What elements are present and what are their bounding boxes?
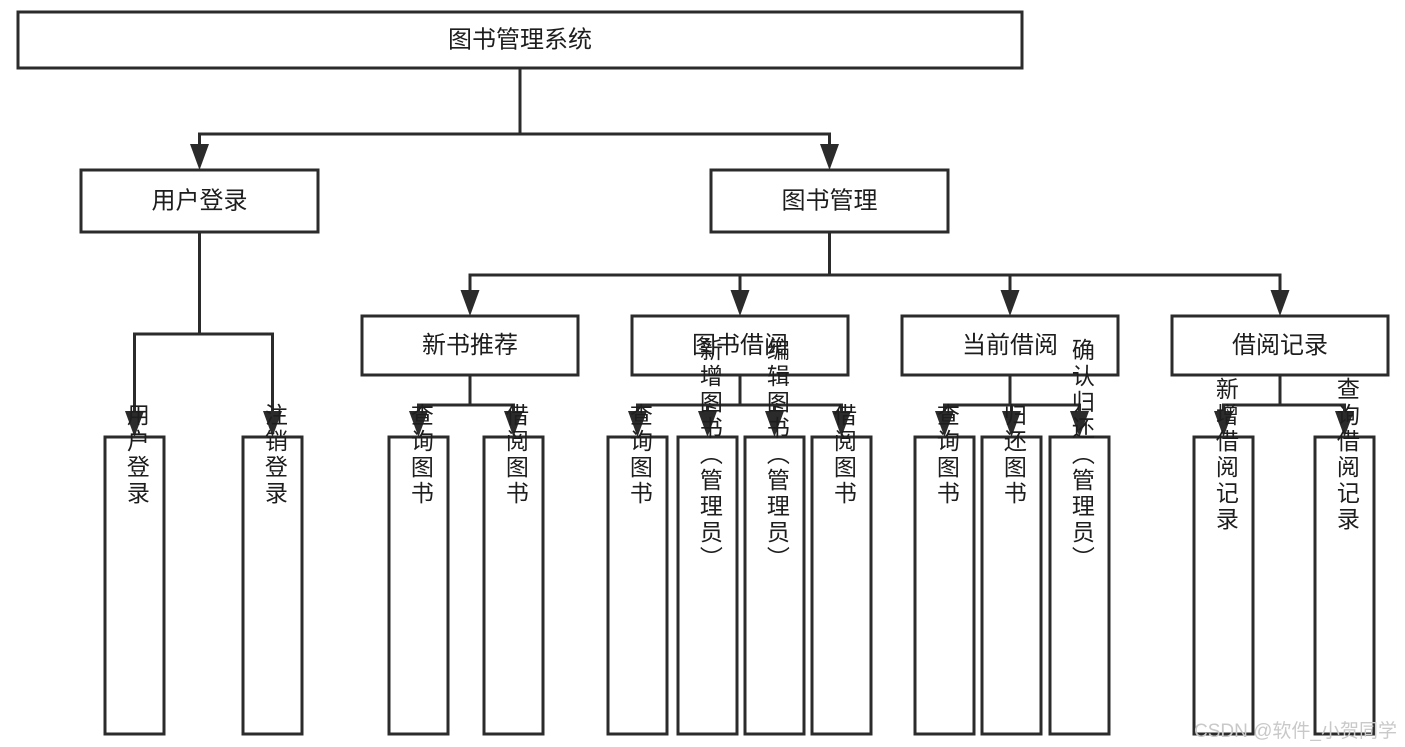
node-box <box>810 435 873 736</box>
arrow-head-icon <box>409 411 428 437</box>
node-l_q1[interactable]: 查询图书 <box>387 403 450 736</box>
node-label: 确认归还（管理员） <box>1068 338 1095 572</box>
node-box <box>606 435 669 736</box>
node-box <box>360 314 580 377</box>
node-borrowbook[interactable]: 图书借阅 <box>630 314 850 377</box>
node-label: 新增图书（管理员） <box>696 338 723 572</box>
arrow-head-icon <box>1214 411 1233 437</box>
arrow-head-icon <box>1070 411 1089 437</box>
node-l_return[interactable]: 归还图书 <box>980 403 1043 736</box>
node-records[interactable]: 借阅记录 <box>1170 314 1390 377</box>
node-label: 新增借阅记录 <box>1212 377 1239 533</box>
node-box <box>913 435 976 736</box>
node-l_edit[interactable]: 编辑图书（管理员） <box>743 338 806 736</box>
node-l_logout[interactable]: 注销登录 <box>241 403 304 736</box>
node-l_q2[interactable]: 查询图书 <box>606 403 669 736</box>
node-label: 借阅图书 <box>502 403 529 507</box>
node-label: 图书管理 <box>782 187 878 214</box>
watermark-text: CSDN @软件_小贺同学 <box>1194 721 1397 742</box>
node-box <box>743 435 806 736</box>
node-l_q3[interactable]: 查询图书 <box>913 403 976 736</box>
node-box <box>387 435 450 736</box>
node-l_add[interactable]: 新增图书（管理员） <box>676 338 739 736</box>
node-label: 查询图书 <box>626 403 653 507</box>
arrow-head-icon <box>190 144 209 170</box>
node-box <box>630 314 850 377</box>
node-label: 新书推荐 <box>422 332 518 359</box>
node-box <box>709 168 950 234</box>
node-box <box>482 435 545 736</box>
node-root[interactable]: 图书管理系统 <box>16 10 1024 70</box>
node-label: 图书管理系统 <box>448 26 592 53</box>
arrow-head-icon <box>935 411 954 437</box>
node-current[interactable]: 当前借阅 <box>900 314 1120 377</box>
arrow-head-icon <box>125 411 144 437</box>
node-l_b2[interactable]: 借阅图书 <box>810 403 873 736</box>
node-box <box>16 10 1024 70</box>
node-label: 借阅记录 <box>1232 332 1328 359</box>
arrow-head-icon <box>263 411 282 437</box>
arrow-head-icon <box>698 411 717 437</box>
node-label: 归还图书 <box>1000 403 1027 507</box>
node-box <box>900 314 1120 377</box>
arrow-head-icon <box>504 411 523 437</box>
node-label: 借阅图书 <box>830 403 857 507</box>
node-box <box>980 435 1043 736</box>
node-l_userlogin[interactable]: 用户登录 <box>103 403 166 736</box>
arrow-head-icon <box>765 411 784 437</box>
node-label: 查询借阅记录 <box>1333 377 1360 533</box>
node-label: 图书借阅 <box>692 332 788 359</box>
node-box <box>1192 435 1255 736</box>
node-l_addrec[interactable]: 新增借阅记录 <box>1192 377 1255 736</box>
node-label: 注销登录 <box>261 403 288 507</box>
node-l_confirm[interactable]: 确认归还（管理员） <box>1048 338 1111 736</box>
node-box <box>79 168 320 234</box>
node-l_qrec[interactable]: 查询借阅记录 <box>1313 377 1376 736</box>
arrow-head-icon <box>1000 290 1020 316</box>
node-box <box>241 435 304 736</box>
arrow-head-icon <box>730 290 750 316</box>
arrow-head-icon <box>628 411 647 437</box>
node-label: 用户登录 <box>152 187 248 214</box>
node-box <box>1170 314 1390 377</box>
node-l_b1[interactable]: 借阅图书 <box>482 403 545 736</box>
node-box <box>1313 435 1376 736</box>
node-label: 用户登录 <box>123 403 150 507</box>
arrow-head-icon <box>832 411 851 437</box>
arrow-head-icon <box>820 144 839 170</box>
node-newbook[interactable]: 新书推荐 <box>360 314 580 377</box>
node-box <box>676 435 739 736</box>
node-box <box>103 435 166 736</box>
edge-layer <box>125 66 1354 437</box>
node-login[interactable]: 用户登录 <box>79 168 320 234</box>
node-label: 编辑图书（管理员） <box>763 338 790 572</box>
node-label: 查询图书 <box>933 403 960 507</box>
arrow-head-icon <box>1335 411 1354 437</box>
arrow-head-icon <box>1002 411 1021 437</box>
node-label: 当前借阅 <box>962 332 1058 359</box>
arrow-head-icon <box>1270 290 1290 316</box>
arrow-head-icon <box>460 290 480 316</box>
node-label: 查询图书 <box>407 403 434 507</box>
node-layer: 图书管理系统用户登录图书管理新书推荐图书借阅当前借阅借阅记录用户登录注销登录查询… <box>16 10 1390 736</box>
node-bookmgmt[interactable]: 图书管理 <box>709 168 950 234</box>
node-box <box>1048 435 1111 736</box>
